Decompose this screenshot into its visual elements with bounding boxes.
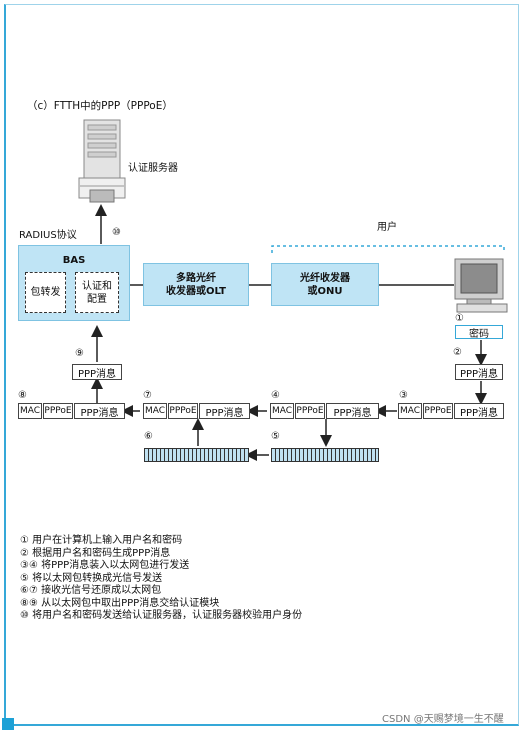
onu-node: 光纤收发器 或ONU: [271, 263, 379, 306]
optical-signal-bar-5: [271, 448, 379, 462]
legend-item: ⑤ 将以太网包转换成光信号发送: [20, 572, 163, 584]
olt-label-2: 收发器或OLT: [165, 285, 227, 297]
pppoe-field-3: PPPoE: [423, 403, 453, 419]
computer-icon: [454, 258, 508, 313]
legend-item: ③④ 将PPP消息装入以太网包进行发送: [20, 560, 190, 571]
step-5-marker: ⑤: [271, 431, 280, 442]
watermark: CSDN @天赐梦境一生不醒: [382, 714, 504, 725]
step-7-marker: ⑦: [143, 390, 152, 401]
legend-item: ② 根据用户名和密码生成PPP消息: [20, 547, 171, 559]
pppoe-field-7: PPPoE: [168, 403, 198, 419]
step-1-marker: ①: [455, 313, 464, 324]
legend-item: ① 用户在计算机上输入用户名和密码: [20, 535, 183, 546]
legend-item: ⑧⑨ 从以太网包中取出PPP消息交给认证模块: [20, 597, 220, 609]
server-label: 认证服务器: [128, 163, 178, 174]
pppoe-field-4: PPPoE: [295, 403, 325, 419]
olt-node: 多路光纤 收发器或OLT: [143, 263, 249, 306]
corner-marker: [2, 718, 14, 730]
optical-signal-bar-6: [144, 448, 249, 462]
page-frame: [4, 4, 519, 726]
onu-label-1: 光纤收发器: [300, 272, 350, 284]
legend-item: ⑩ 将用户名和密码发送给认证服务器，认证服务器校验用户身份: [20, 610, 303, 621]
bas-auth-module: 认证和 配置: [75, 272, 119, 313]
bas-auth-label-1: 认证和: [82, 280, 112, 292]
bas-forward-module: 包转发: [25, 272, 66, 313]
bas-auth-label-2: 配置: [87, 293, 107, 305]
olt-label-1: 多路光纤: [176, 272, 216, 284]
user-label: 用户: [377, 222, 397, 233]
radius-label: RADIUS协议: [19, 230, 77, 241]
mac-field-7: MAC: [143, 403, 167, 419]
legend-item: ⑥⑦ 接收光信号还原成以太网包: [20, 585, 162, 596]
ppp-message-box-9: PPP消息: [72, 364, 122, 380]
ppp-field-3: PPP消息: [454, 403, 504, 419]
server-icon: [78, 119, 126, 203]
step-2-marker: ②: [453, 347, 462, 358]
password-box: 密码: [455, 325, 503, 340]
mac-field-4: MAC: [270, 403, 294, 419]
pppoe-field-8: PPPoE: [43, 403, 73, 419]
step-3-marker: ③: [399, 390, 408, 401]
ppp-field-8: PPP消息: [74, 403, 125, 419]
step-6-marker: ⑥: [144, 431, 153, 442]
diagram-title: （c）FTTH中的PPP（PPPoE）: [27, 100, 173, 112]
mac-field-3: MAC: [398, 403, 422, 419]
step-10-marker: ⑩: [112, 227, 121, 238]
bas-forward-label: 包转发: [30, 287, 61, 298]
ppp-field-7: PPP消息: [199, 403, 250, 419]
legend: ① 用户在计算机上输入用户名和密码 ② 根据用户名和密码生成PPP消息 ③④ 将…: [20, 535, 302, 623]
ppp-field-4: PPP消息: [326, 403, 379, 419]
step-4-marker: ④: [271, 390, 280, 401]
onu-label-2: 或ONU: [307, 285, 343, 297]
mac-field-8: MAC: [18, 403, 42, 419]
bas-title: BAS: [62, 255, 86, 266]
ppp-message-box-2: PPP消息: [455, 364, 503, 380]
step-9-marker: ⑨: [75, 348, 84, 359]
step-8-marker: ⑧: [18, 390, 27, 401]
